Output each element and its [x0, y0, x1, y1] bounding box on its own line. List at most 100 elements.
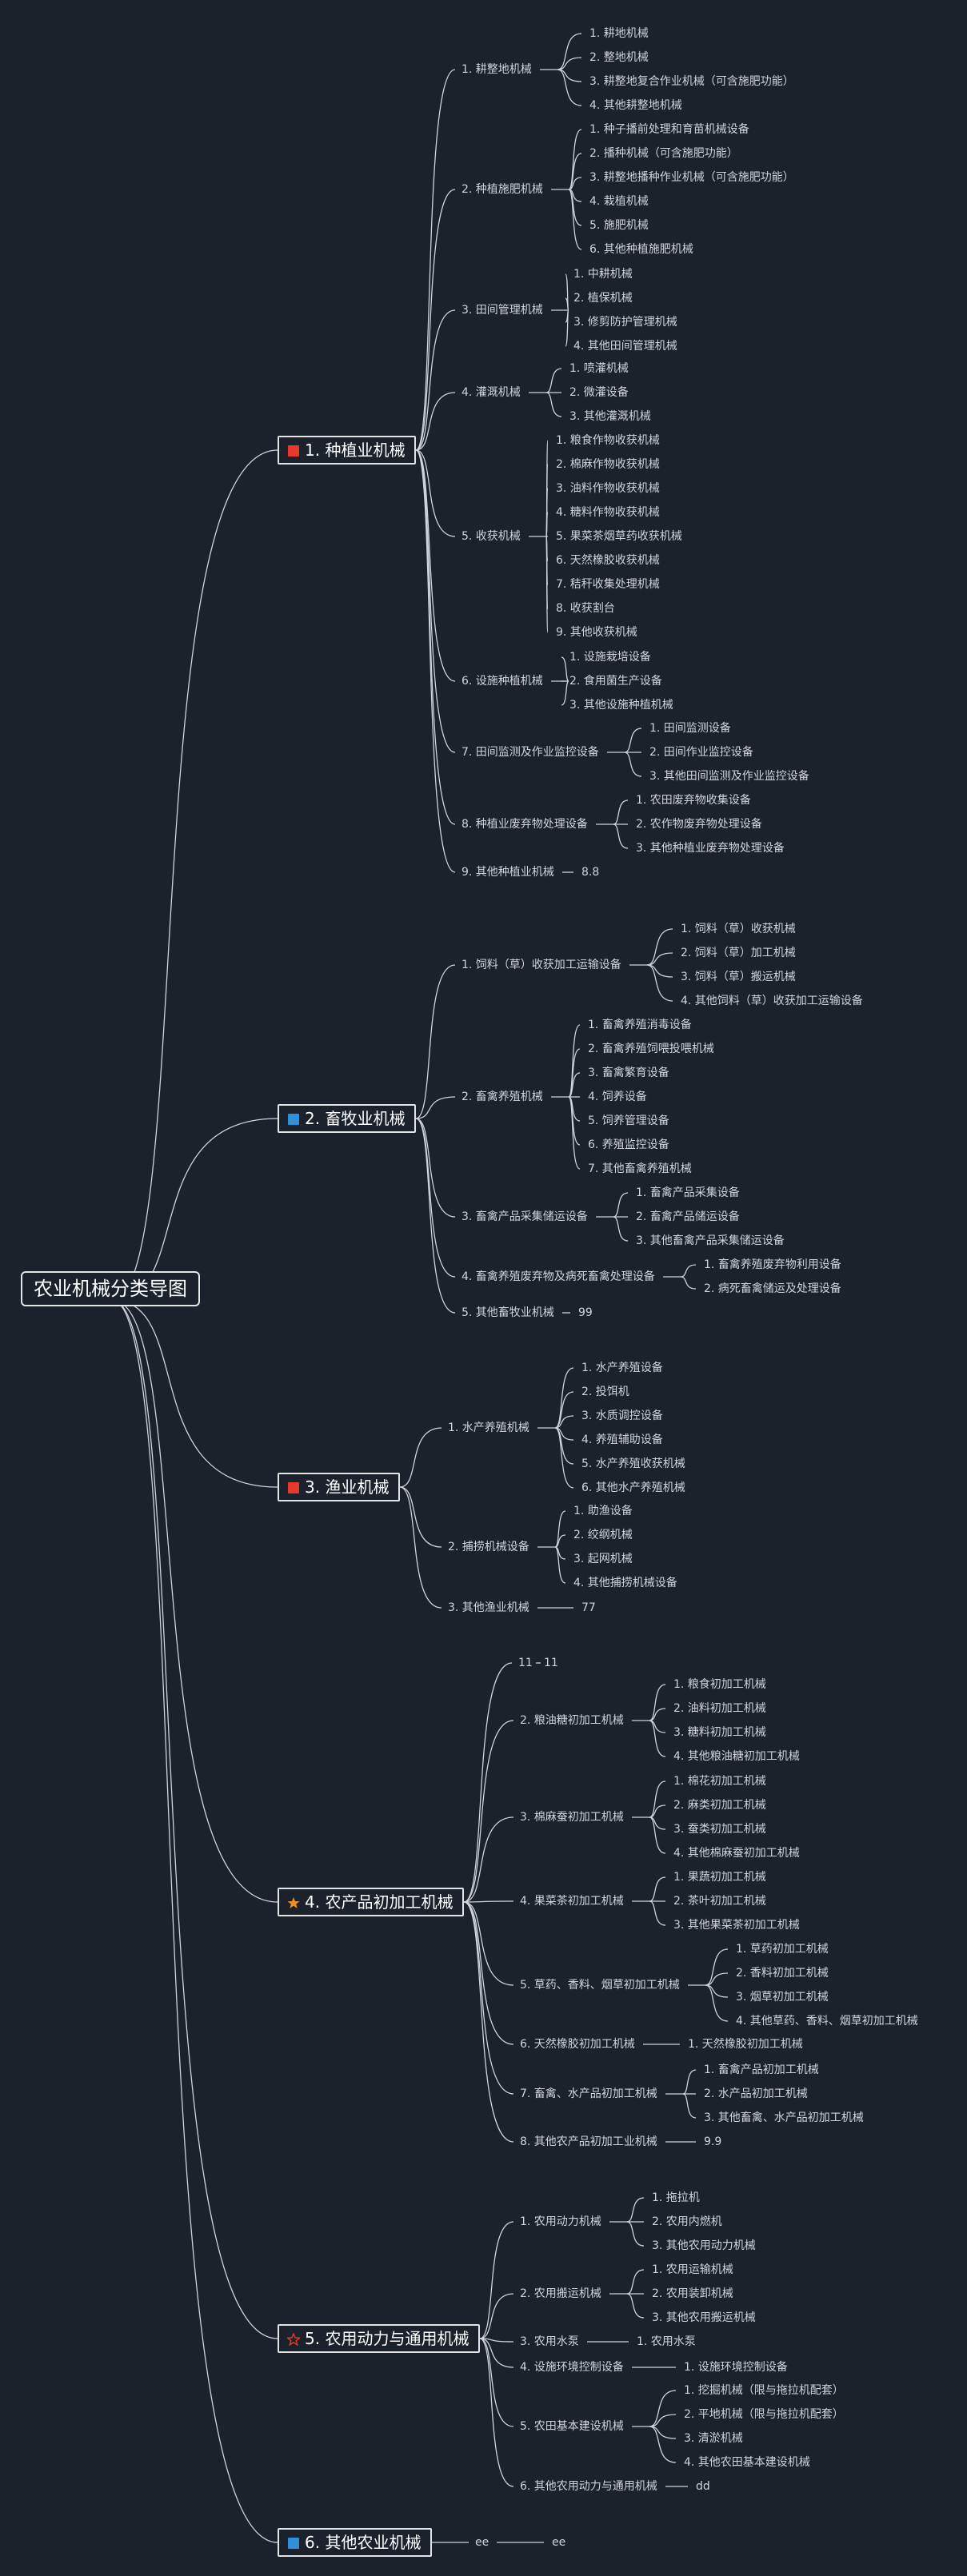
- leaf-topic[interactable]: 3. 清淤机械: [684, 2432, 743, 2445]
- leaf-topic[interactable]: 2. 绞纲机械: [573, 1529, 633, 1541]
- subtopic[interactable]: 3. 棉麻蚕初加工机械: [520, 1811, 624, 1824]
- leaf-topic[interactable]: 4. 其他棉麻蚕初加工机械: [673, 1847, 800, 1860]
- leaf-topic[interactable]: 3. 耕整地播种作业机械（可含施肥功能）: [589, 171, 794, 184]
- leaf-topic[interactable]: 9.9: [704, 2135, 722, 2148]
- leaf-topic[interactable]: 2. 农用内燃机: [652, 2215, 722, 2228]
- leaf-topic[interactable]: 2. 油料初加工机械: [673, 1702, 766, 1715]
- leaf-topic[interactable]: 2. 棉麻作物收获机械: [556, 458, 660, 471]
- leaf-topic[interactable]: 6. 天然橡胶收获机械: [556, 554, 660, 567]
- subtopic[interactable]: 4. 果菜茶初加工机械: [520, 1895, 624, 1908]
- subtopic[interactable]: 3. 田间管理机械: [462, 304, 543, 317]
- leaf-topic[interactable]: 4. 饲养设备: [588, 1091, 647, 1103]
- leaf-topic[interactable]: 1. 棉花初加工机械: [673, 1775, 766, 1788]
- leaf-topic[interactable]: 3. 其他种植业废弃物处理设备: [636, 842, 785, 855]
- leaf-topic[interactable]: 3. 其他畜禽产品采集储运设备: [636, 1234, 785, 1247]
- leaf-topic[interactable]: 2. 畜禽产品储运设备: [636, 1210, 740, 1223]
- leaf-topic[interactable]: 8.8: [581, 866, 600, 879]
- leaf-topic[interactable]: 1. 田间监测设备: [649, 722, 731, 735]
- leaf-topic[interactable]: 1. 喷灌机械: [569, 362, 629, 375]
- subtopic[interactable]: 5. 其他畜牧业机械: [462, 1306, 554, 1319]
- leaf-topic[interactable]: 2. 田间作业监控设备: [649, 746, 753, 759]
- subtopic[interactable]: ee: [475, 2536, 489, 2549]
- branch-topic[interactable]: 3. 渔业机械: [278, 1473, 401, 1501]
- leaf-topic[interactable]: 4. 栽植机械: [589, 195, 649, 208]
- leaf-topic[interactable]: 2. 茶叶初加工机械: [673, 1895, 766, 1908]
- subtopic[interactable]: 4. 设施环境控制设备: [520, 2361, 624, 2374]
- leaf-topic[interactable]: 1. 农用运输机械: [652, 2263, 733, 2276]
- subtopic[interactable]: 2. 畜禽养殖机械: [462, 1091, 543, 1103]
- leaf-topic[interactable]: 5. 水产养殖收获机械: [581, 1457, 685, 1470]
- leaf-topic[interactable]: 1. 粮食作物收获机械: [556, 434, 660, 447]
- leaf-topic[interactable]: 3. 其他设施种植机械: [569, 699, 673, 712]
- leaf-topic[interactable]: 6. 其他水产养殖机械: [581, 1481, 685, 1494]
- leaf-topic[interactable]: 3. 起网机械: [573, 1553, 633, 1565]
- leaf-topic[interactable]: 4. 糖料作物收获机械: [556, 506, 660, 519]
- leaf-topic[interactable]: 2. 微灌设备: [569, 386, 629, 399]
- leaf-topic[interactable]: 1. 挖掘机械（限与拖拉机配套）: [684, 2384, 844, 2397]
- leaf-topic[interactable]: 1. 粮食初加工机械: [673, 1678, 766, 1691]
- root-topic[interactable]: 农业机械分类导图: [21, 1271, 200, 1306]
- leaf-topic[interactable]: 11: [544, 1657, 558, 1669]
- leaf-topic[interactable]: 1. 耕地机械: [589, 27, 649, 40]
- branch-topic[interactable]: 4. 农产品初加工机械: [278, 1888, 465, 1916]
- leaf-topic[interactable]: 1. 草药初加工机械: [736, 1943, 829, 1956]
- leaf-topic[interactable]: 3. 耕整地复合作业机械（可含施肥功能）: [589, 75, 794, 88]
- leaf-topic[interactable]: 2. 农用装卸机械: [652, 2287, 733, 2300]
- leaf-topic[interactable]: 3. 油料作物收获机械: [556, 482, 660, 495]
- leaf-topic[interactable]: 1. 果蔬初加工机械: [673, 1871, 766, 1884]
- branch-topic[interactable]: 1. 种植业机械: [278, 436, 417, 465]
- subtopic[interactable]: 11: [518, 1657, 533, 1669]
- leaf-topic[interactable]: 3. 其他农用动力机械: [652, 2239, 756, 2252]
- leaf-topic[interactable]: 1. 饲料（草）收获机械: [681, 923, 796, 935]
- subtopic[interactable]: 2. 种植施肥机械: [462, 183, 543, 196]
- leaf-topic[interactable]: 4. 其他田间管理机械: [573, 340, 677, 353]
- subtopic[interactable]: 3. 农用水泵: [520, 2335, 579, 2348]
- subtopic[interactable]: 1. 饲料（草）收获加工运输设备: [462, 959, 621, 971]
- leaf-topic[interactable]: 4. 其他捕捞机械设备: [573, 1577, 677, 1589]
- subtopic[interactable]: 1. 耕整地机械: [462, 63, 532, 76]
- leaf-topic[interactable]: 1. 中耕机械: [573, 268, 633, 281]
- subtopic[interactable]: 8. 其他农产品初加工业机械: [520, 2135, 657, 2148]
- leaf-topic[interactable]: 1. 畜禽产品初加工机械: [704, 2064, 819, 2076]
- leaf-topic[interactable]: 2. 平地机械（限与拖拉机配套）: [684, 2408, 844, 2421]
- leaf-topic[interactable]: 1. 助渔设备: [573, 1505, 633, 1517]
- leaf-topic[interactable]: 2. 植保机械: [573, 292, 633, 305]
- leaf-topic[interactable]: 3. 饲料（草）搬运机械: [681, 971, 796, 983]
- leaf-topic[interactable]: 1. 设施环境控制设备: [684, 2361, 788, 2374]
- leaf-topic[interactable]: 1. 天然橡胶初加工机械: [688, 2038, 803, 2051]
- leaf-topic[interactable]: dd: [696, 2480, 710, 2493]
- subtopic[interactable]: 7. 畜禽、水产品初加工机械: [520, 2088, 657, 2100]
- subtopic[interactable]: 2. 捕捞机械设备: [448, 1541, 529, 1553]
- subtopic[interactable]: 6. 设施种植机械: [462, 675, 543, 688]
- subtopic[interactable]: 2. 粮油糖初加工机械: [520, 1714, 624, 1727]
- subtopic[interactable]: 5. 收获机械: [462, 530, 521, 543]
- leaf-topic[interactable]: 2. 病死畜禽储运及处理设备: [704, 1282, 841, 1295]
- leaf-topic[interactable]: 1. 畜禽养殖废弃物利用设备: [704, 1258, 841, 1271]
- leaf-topic[interactable]: 3. 畜禽繁育设备: [588, 1067, 669, 1079]
- subtopic[interactable]: 4. 畜禽养殖废弃物及病死畜禽处理设备: [462, 1270, 655, 1283]
- branch-topic[interactable]: 2. 畜牧业机械: [278, 1104, 417, 1133]
- leaf-topic[interactable]: 3. 其他田间监测及作业监控设备: [649, 770, 809, 783]
- leaf-topic[interactable]: 1. 畜禽产品采集设备: [636, 1186, 740, 1199]
- leaf-topic[interactable]: 2. 畜禽养殖饲喂投喂机械: [588, 1043, 714, 1055]
- leaf-topic[interactable]: 4. 其他粮油糖初加工机械: [673, 1750, 800, 1763]
- leaf-topic[interactable]: 4. 其他耕整地机械: [589, 99, 682, 112]
- leaf-topic[interactable]: ee: [552, 2536, 566, 2549]
- leaf-topic[interactable]: 2. 农作物废弃物处理设备: [636, 818, 762, 831]
- subtopic[interactable]: 5. 草药、香料、烟草初加工机械: [520, 1979, 680, 1992]
- branch-topic[interactable]: 5. 农用动力与通用机械: [278, 2324, 481, 2353]
- subtopic[interactable]: 3. 畜禽产品采集储运设备: [462, 1210, 588, 1223]
- leaf-topic[interactable]: 99: [578, 1306, 593, 1319]
- leaf-topic[interactable]: 2. 香料初加工机械: [736, 1967, 829, 1980]
- leaf-topic[interactable]: 3. 其他灌溉机械: [569, 410, 651, 423]
- leaf-topic[interactable]: 1. 农田废弃物收集设备: [636, 794, 751, 807]
- leaf-topic[interactable]: 2. 食用菌生产设备: [569, 675, 662, 688]
- leaf-topic[interactable]: 3. 修剪防护管理机械: [573, 316, 677, 329]
- leaf-topic[interactable]: 4. 其他农田基本建设机械: [684, 2456, 810, 2469]
- leaf-topic[interactable]: 5. 施肥机械: [589, 219, 649, 232]
- leaf-topic[interactable]: 6. 其他种植施肥机械: [589, 243, 693, 256]
- leaf-topic[interactable]: 1. 拖拉机: [652, 2191, 700, 2204]
- leaf-topic[interactable]: 77: [581, 1601, 596, 1614]
- subtopic[interactable]: 6. 其他农用动力与通用机械: [520, 2480, 657, 2493]
- leaf-topic[interactable]: 4. 其他草药、香料、烟草初加工机械: [736, 2015, 918, 2028]
